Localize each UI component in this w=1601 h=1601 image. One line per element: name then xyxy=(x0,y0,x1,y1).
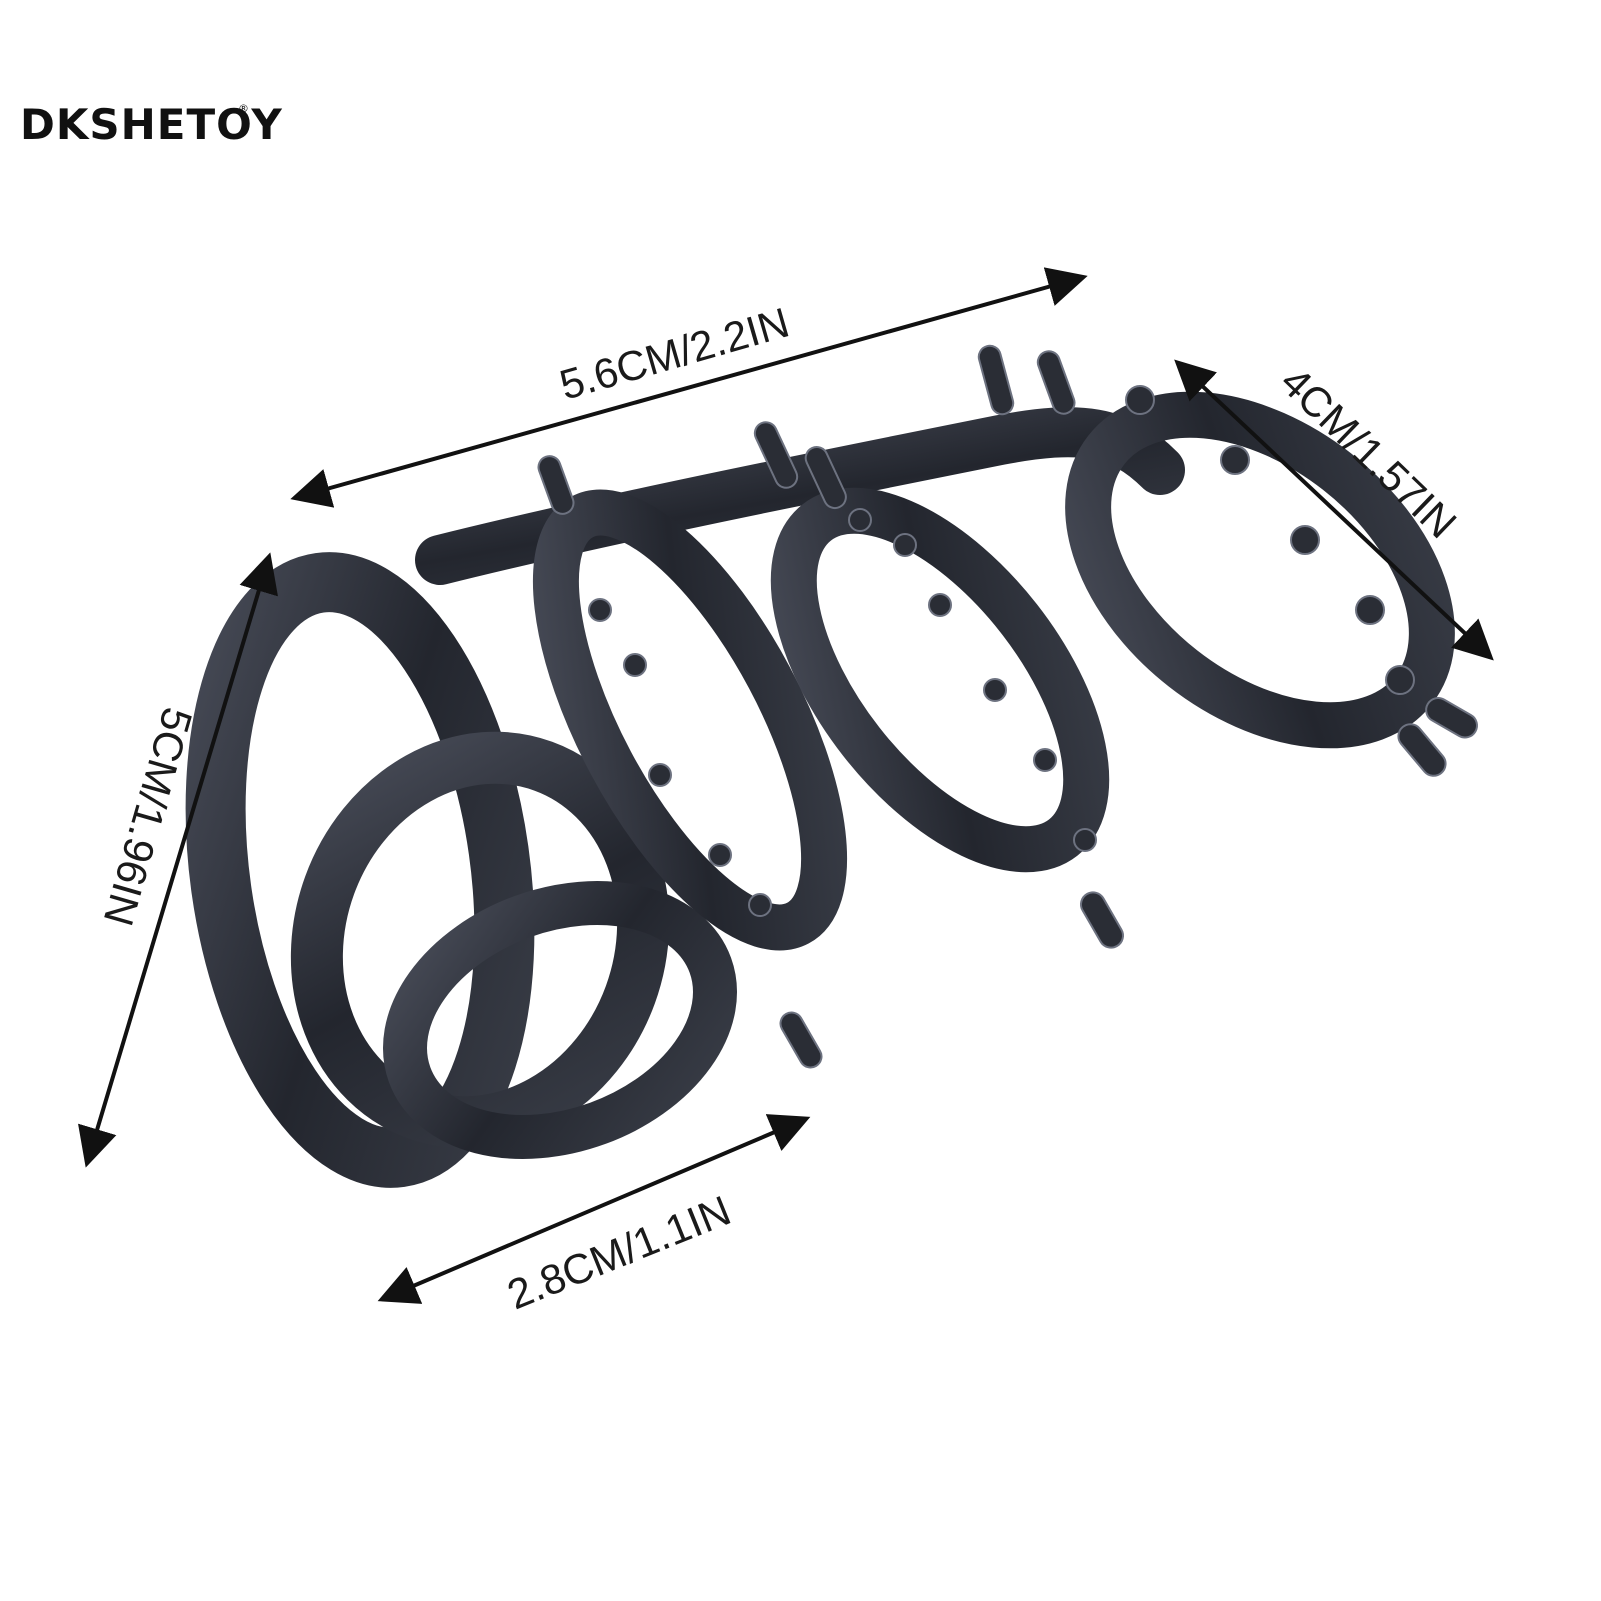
arrow-inner-ring xyxy=(377,1114,811,1304)
cage-ring-1 xyxy=(532,489,848,951)
label-height: 5CM/1.96IN xyxy=(95,703,202,931)
dimension-arrows xyxy=(78,267,1494,1304)
arrow-ring-width xyxy=(1174,359,1494,661)
arrow-length xyxy=(290,267,1088,508)
registered-mark: ® xyxy=(238,102,249,115)
label-inner-ring: 2.8CM/1.1IN xyxy=(501,1186,737,1318)
brand-logo: DKSHETOY xyxy=(20,100,283,149)
cage-ring-2 xyxy=(770,487,1110,873)
arrow-height xyxy=(78,552,278,1168)
base-ring-inner xyxy=(383,881,737,1159)
